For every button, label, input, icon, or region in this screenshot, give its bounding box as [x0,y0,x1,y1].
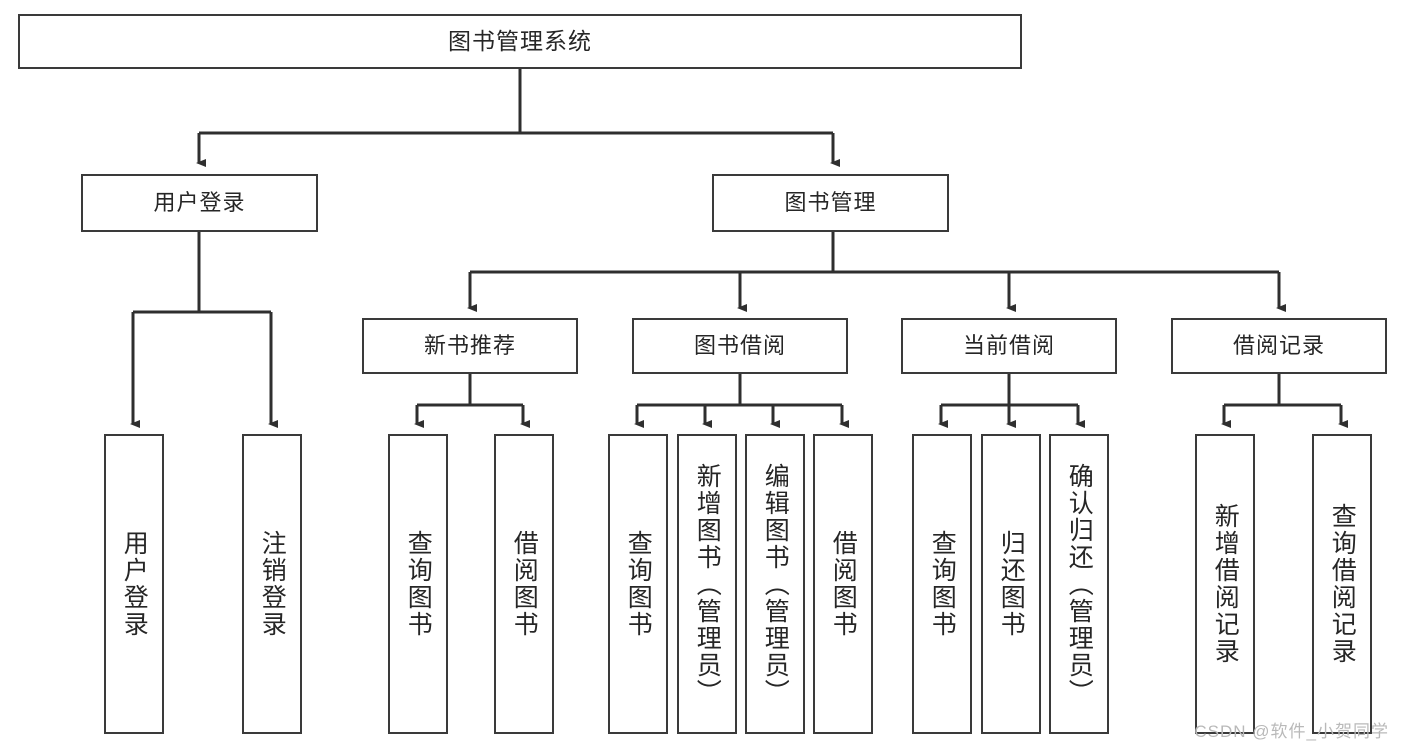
node-leaf-add-book[interactable]: 新增图书（管理员） [677,434,737,734]
node-leaf-query-book-3[interactable]: 查询图书 [912,434,972,734]
leaf-label: 用户登录 [120,530,149,638]
node-user-login[interactable]: 用户登录 [81,174,318,232]
leaf-label: 查询图书 [404,530,433,638]
node-borrow-record[interactable]: 借阅记录 [1171,318,1387,374]
leaf-label: 新增借阅记录 [1211,503,1240,665]
node-leaf-user-logout[interactable]: 注销登录 [242,434,302,734]
leaf-label: 查询借阅记录 [1328,503,1357,665]
node-leaf-borrow-book-2[interactable]: 借阅图书 [813,434,873,734]
leaf-label: 编辑图书（管理员） [761,462,790,706]
node-leaf-confirm-return[interactable]: 确认归还（管理员） [1049,434,1109,734]
node-leaf-query-book-1[interactable]: 查询图书 [388,434,448,734]
leaf-label: 确认归还（管理员） [1065,462,1094,706]
node-current-borrow[interactable]: 当前借阅 [901,318,1117,374]
leaf-label: 查询图书 [624,530,653,638]
node-leaf-query-record[interactable]: 查询借阅记录 [1312,434,1372,734]
node-leaf-borrow-book-1[interactable]: 借阅图书 [494,434,554,734]
node-leaf-add-record[interactable]: 新增借阅记录 [1195,434,1255,734]
leaf-label: 查询图书 [928,530,957,638]
watermark: CSDN @软件_小贺同学 [1194,722,1389,741]
node-book-manage[interactable]: 图书管理 [712,174,949,232]
leaf-label: 新增图书（管理员） [693,462,722,706]
node-leaf-user-login[interactable]: 用户登录 [104,434,164,734]
leaf-label: 归还图书 [997,530,1026,638]
leaf-label: 借阅图书 [510,530,539,638]
node-leaf-query-book-2[interactable]: 查询图书 [608,434,668,734]
node-new-book-recommend[interactable]: 新书推荐 [362,318,578,374]
node-book-borrow[interactable]: 图书借阅 [632,318,848,374]
leaf-label: 借阅图书 [829,530,858,638]
node-leaf-edit-book[interactable]: 编辑图书（管理员） [745,434,805,734]
node-leaf-return-book[interactable]: 归还图书 [981,434,1041,734]
node-root[interactable]: 图书管理系统 [18,14,1022,69]
leaf-label: 注销登录 [258,530,287,638]
